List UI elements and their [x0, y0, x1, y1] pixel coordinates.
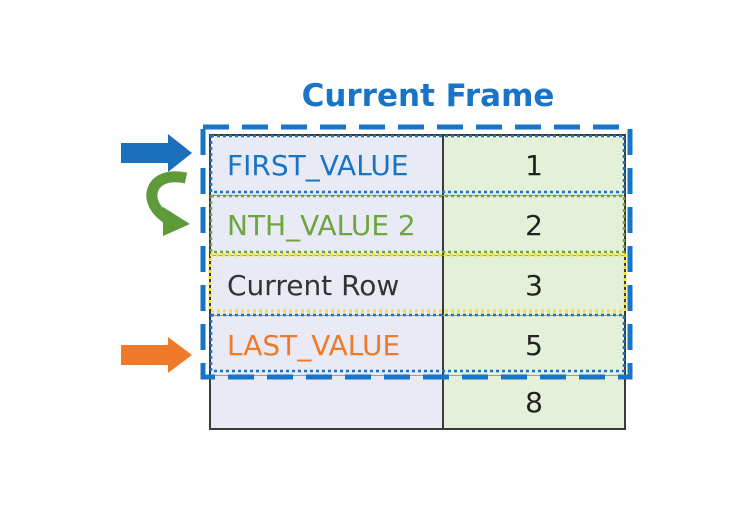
- current-frame-border: [200, 124, 633, 380]
- table-row-first: FIRST_VALUE 1: [211, 136, 624, 195]
- first-value-arrow-icon: [121, 134, 192, 172]
- table-row-last: LAST_VALUE 5: [211, 316, 624, 375]
- current-row-outline: [208, 253, 627, 313]
- curved-arrow-icon: [146, 171, 190, 236]
- frame-title: Current Frame: [301, 78, 555, 114]
- row-value-nth: 2: [444, 196, 624, 255]
- row-label-empty: [211, 376, 444, 428]
- table-row-extra: 8: [211, 376, 624, 428]
- last-value-outline: [209, 313, 626, 373]
- table-row-current: Current Row 3: [211, 256, 624, 315]
- row-value-first: 1: [444, 136, 624, 195]
- row-value-current: 3: [444, 256, 624, 315]
- row-divider: [211, 375, 624, 376]
- row-label-last-value: LAST_VALUE: [211, 316, 444, 375]
- frame-table: FIRST_VALUE 1 NTH_VALUE 2 2 Current Row …: [209, 134, 626, 430]
- row-value-extra: 8: [444, 376, 624, 428]
- row-label-nth-value: NTH_VALUE 2: [211, 196, 444, 255]
- row-value-last: 5: [444, 316, 624, 375]
- last-value-arrow-icon: [121, 337, 192, 373]
- row-label-current-row: Current Row: [211, 256, 444, 315]
- row-divider: [211, 255, 624, 256]
- table-row-nth: NTH_VALUE 2 2: [211, 196, 624, 255]
- first-value-outline: [209, 134, 626, 194]
- nth-value-outline: [209, 194, 626, 254]
- row-label-first-value: FIRST_VALUE: [211, 136, 444, 195]
